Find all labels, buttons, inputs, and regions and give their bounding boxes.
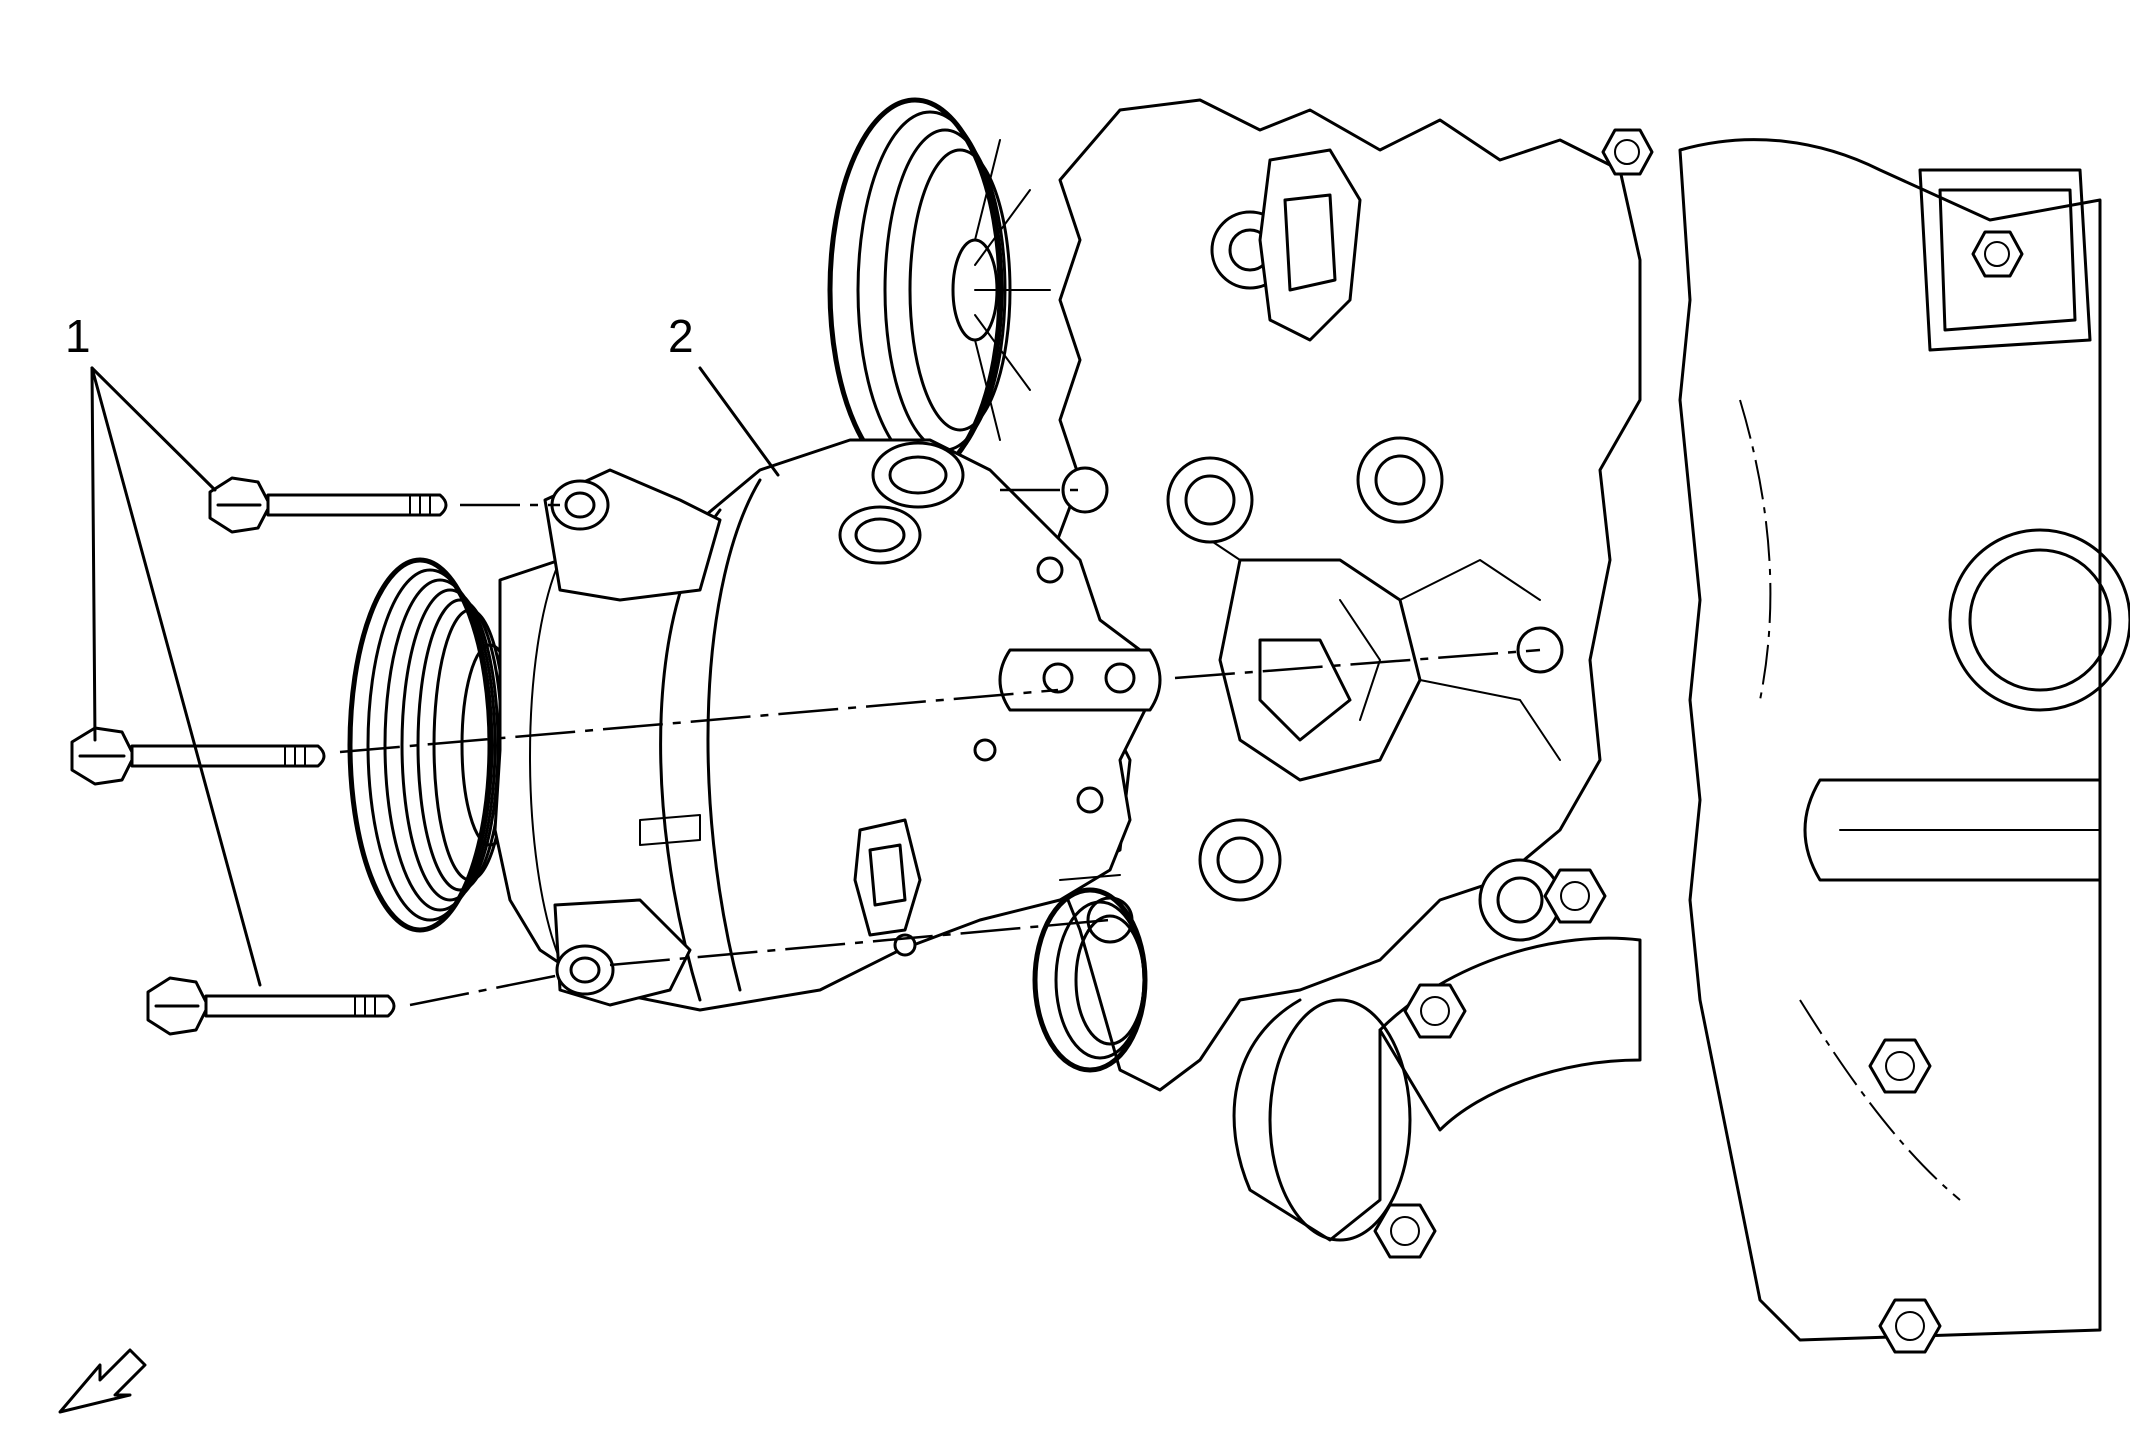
mounting-ear-center bbox=[998, 648, 1162, 712]
engine-block bbox=[1048, 98, 1642, 1092]
callout-label-1: 1 bbox=[65, 310, 91, 362]
mount-boss bbox=[1356, 436, 1444, 524]
mounting-ear-upper bbox=[543, 468, 722, 602]
mounting-ear-lower bbox=[553, 898, 692, 1007]
refrigerant-port bbox=[838, 505, 922, 565]
nut bbox=[1878, 1298, 1942, 1354]
mount-boss bbox=[1166, 456, 1254, 544]
nut bbox=[1971, 230, 2024, 278]
nut bbox=[1543, 868, 1607, 924]
lower-pulley bbox=[1032, 887, 1148, 1073]
nut bbox=[1403, 983, 1467, 1039]
heat-shield bbox=[1678, 138, 2130, 1342]
coolant-pipe bbox=[1232, 936, 1642, 1242]
upper-pulley bbox=[827, 97, 1051, 483]
bolt-upper bbox=[208, 476, 448, 534]
ac-compressor bbox=[347, 438, 1162, 1012]
nut bbox=[1373, 1203, 1437, 1259]
mount-boss bbox=[1198, 818, 1282, 902]
top-sensor bbox=[1258, 148, 1362, 342]
callout-2: 2 bbox=[668, 310, 780, 477]
bolt-middle bbox=[70, 726, 326, 786]
mount-boss bbox=[1478, 858, 1562, 942]
callout-1: 1 bbox=[65, 310, 262, 987]
nut bbox=[1601, 128, 1654, 176]
front-direction-arrow bbox=[58, 1348, 147, 1414]
assembly-centerlines bbox=[339, 488, 1541, 1007]
nut bbox=[1868, 1038, 1932, 1094]
callout-label-2: 2 bbox=[668, 310, 694, 362]
bolt-lower bbox=[146, 976, 396, 1036]
refrigerant-port bbox=[871, 441, 965, 509]
mount-hole bbox=[1061, 466, 1109, 514]
